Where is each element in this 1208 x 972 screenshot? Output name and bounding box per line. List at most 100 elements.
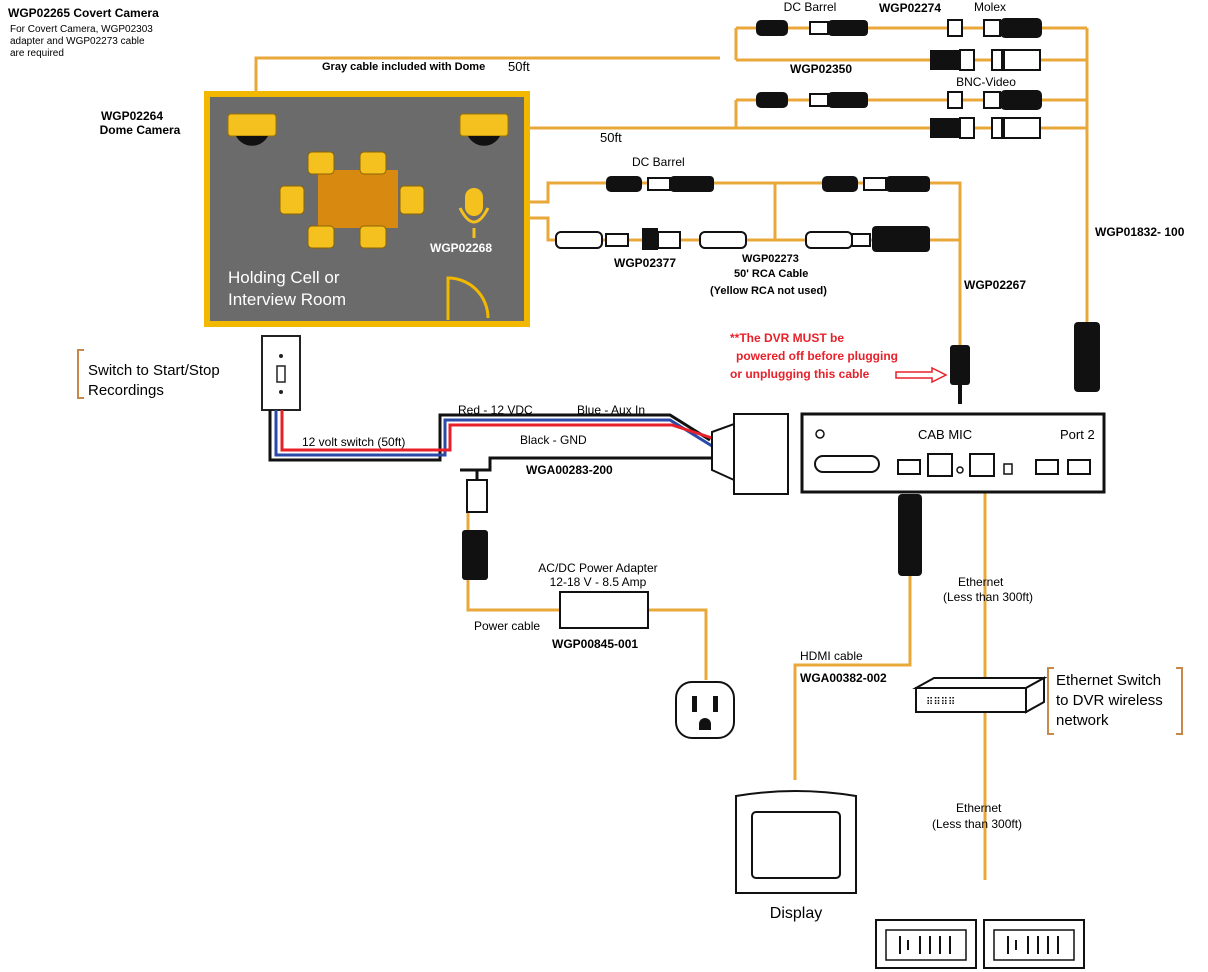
dvr-port2-label: Port 2 — [1060, 427, 1095, 442]
switch-label-line1: Switch to Start/Stop — [88, 362, 220, 379]
start-stop-switch: Switch to Start/Stop Recordings — [77, 335, 301, 411]
switch-label-bracket — [77, 349, 84, 399]
bnc-male-tip — [959, 49, 975, 71]
dc-barrel-body — [828, 20, 868, 36]
blue-wire — [274, 410, 713, 457]
dc-barrel-body-2 — [828, 92, 868, 108]
wall-outlet-icon — [675, 681, 735, 739]
rca-plug-3 — [805, 231, 853, 249]
molex-plug-connector-2 — [983, 91, 1001, 109]
ethernet-label-bracket-right — [1176, 667, 1183, 735]
dc-barrel-female-connector-2 — [809, 93, 829, 107]
wgp01832-label: WGP01832- 100 — [1095, 225, 1185, 239]
ethernet-label-bracket-left — [1047, 667, 1054, 735]
microphone-stand — [458, 207, 490, 224]
cable-runs — [254, 26, 1089, 880]
black-wire — [268, 410, 711, 462]
adapter-line2: 12-18 V - 8.5 Amp — [550, 575, 647, 589]
dvr-cab-port-icon — [927, 453, 953, 477]
molex-body-2 — [1000, 90, 1042, 110]
adapter-brick-icon — [559, 591, 649, 629]
room-label-line1: Holding Cell or — [228, 268, 340, 287]
outlet-ground — [699, 718, 711, 730]
network-device-left-panel — [885, 929, 967, 961]
dc-power-male-icon — [462, 530, 488, 580]
mic-dc-body-2 — [886, 176, 930, 192]
network-device-right-panel — [993, 929, 1075, 961]
wgp02273-label: WGP02273 — [742, 253, 799, 265]
dc-barrel-male-connector-2 — [756, 92, 788, 108]
covert-camera-note-line1: For Covert Camera, WGP02303 — [10, 24, 153, 35]
dvr-audio-port-icon — [956, 466, 964, 474]
ethernet-lower-line2: (Less than 300ft) — [932, 817, 1022, 831]
switch-label-line2: Recordings — [88, 382, 164, 399]
red-wire-label: Red - 12 VDC — [458, 403, 533, 417]
display-label: Display — [770, 905, 822, 922]
mic-dc-body — [670, 176, 714, 192]
dome-camera-part-label: WGP02264 — [101, 109, 163, 123]
dvr-unit: CAB MIC Port 2 — [800, 412, 1106, 494]
gray-cable-label: Gray cable included with Dome — [322, 61, 485, 73]
display-monitor: Display — [735, 790, 857, 922]
length-mid-label: 50ft — [600, 130, 622, 145]
warning-line2: powered off before plugging — [736, 349, 898, 363]
bnc-male-connector-2 — [930, 118, 960, 138]
gnd-wire — [460, 456, 712, 472]
bnc-female-ring-2 — [991, 117, 1003, 139]
yellow-rca-label: (Yellow RCA not used) — [710, 285, 827, 297]
dome-camera-left-lens — [236, 136, 268, 146]
mic-part-label: WGP02268 — [430, 241, 492, 255]
rca-cable-label: 50' RCA Cable — [734, 268, 808, 280]
rca-plug-2 — [699, 231, 747, 249]
dvr-db-port-icon — [814, 455, 880, 473]
dc-barrel-female-connector — [809, 21, 829, 35]
ethernet-switch: ⠿⠿⠿⠿ — [912, 676, 1048, 714]
dc-barrel-male-connector — [756, 20, 788, 36]
switch-harness-wires — [268, 410, 713, 480]
ethernet-switch-ports-icon: ⠿⠿⠿⠿ — [926, 697, 955, 708]
room-door-icon — [446, 276, 490, 320]
dvr-cab-mic-label: CAB MIC — [918, 427, 972, 442]
covert-camera-title: WGP02265 Covert Camera — [8, 6, 159, 20]
chair-bottom-right-icon — [359, 225, 387, 249]
hdmi-plug-icon — [898, 494, 922, 576]
switch-screw-bottom — [279, 390, 283, 394]
audio-jack-plug-icon — [950, 345, 970, 385]
rca-plug-1 — [555, 231, 603, 249]
mic-connectors — [555, 176, 970, 404]
dc-barrel-mic-label: DC Barrel — [632, 155, 685, 169]
warning-arrow-icon — [895, 366, 948, 384]
wgp02350-label: WGP02350 — [790, 62, 852, 76]
db-connector-body-icon — [733, 413, 789, 495]
dc-power-female-icon — [466, 479, 488, 513]
chair-left-icon — [279, 185, 305, 215]
switch-toggle-icon — [276, 365, 286, 383]
ethernet-switch-line3: network — [1056, 712, 1109, 729]
chair-right-icon — [399, 185, 425, 215]
length-top-label: 50ft — [508, 59, 530, 74]
wgp02377-adapter-icon — [642, 228, 658, 250]
ethernet-lower-line1: Ethernet — [956, 801, 1002, 815]
bnc-male-tip-2 — [959, 117, 975, 139]
ethernet-switch-line2: to DVR wireless — [1056, 692, 1163, 709]
power-cable-label: Power cable — [474, 619, 540, 633]
molex-plug-connector — [983, 19, 1001, 37]
wgp02267-splitter-icon — [872, 226, 930, 252]
dvr-warning: **The DVR MUST be powered off before plu… — [730, 331, 948, 384]
hdmi-cable-label: HDMI cable — [800, 649, 863, 663]
bnc-female-ring — [991, 49, 1003, 71]
warning-line1: **The DVR MUST be — [730, 331, 844, 345]
dc-barrel-top-label: DC Barrel — [784, 0, 837, 14]
harness-part-label: WGA00283-200 — [526, 463, 613, 477]
display-screen-icon — [751, 811, 841, 879]
covert-camera-note-line3: are required — [10, 48, 64, 59]
black-wire-label: Black - GND — [520, 433, 587, 447]
molex-label: Molex — [974, 0, 1006, 14]
blue-wire-label: Blue - Aux In — [577, 403, 645, 417]
mic-dc-male-connector — [606, 176, 642, 192]
ethernet-upper-line1: Ethernet — [958, 575, 1004, 589]
network-device-right-vents — [1007, 936, 1059, 954]
power-adapter: AC/DC Power Adapter 12-18 V - 8.5 Amp Po… — [474, 561, 735, 739]
dvr-usb-port-icon — [1003, 463, 1013, 475]
gnd-wire-highlight — [462, 454, 712, 469]
